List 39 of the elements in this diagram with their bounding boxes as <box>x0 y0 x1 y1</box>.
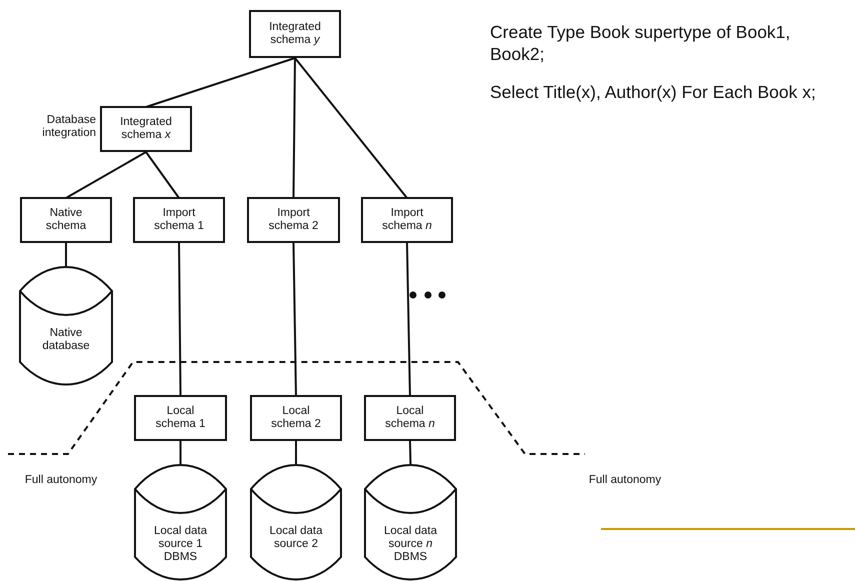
connector-line <box>145 151 180 199</box>
node-label: Native schema <box>44 207 88 233</box>
connector-line <box>294 57 408 199</box>
query-text: Create Type Book supertype of Book1, Book2; <box>490 22 792 66</box>
connector-line <box>409 440 412 464</box>
connector-line <box>406 242 411 396</box>
node-label: Local data source 2 <box>268 525 324 551</box>
node-label: Native database <box>41 327 91 353</box>
connector-line <box>66 151 146 199</box>
schema-box <box>20 197 112 243</box>
connector-line <box>146 57 296 108</box>
schema-box <box>250 395 342 441</box>
schema-box <box>134 395 227 441</box>
node-label: Local schema 1 <box>154 405 206 431</box>
region-label: Full autonomy <box>24 474 98 487</box>
region-label: Full autonomy <box>588 474 662 487</box>
node-label: Import schema 2 <box>268 207 320 233</box>
node-label: Integrated schema x <box>119 116 173 142</box>
node-label: Local schema 2 <box>270 405 322 431</box>
connector-line <box>292 58 296 198</box>
schema-box <box>364 395 456 441</box>
side-caption: Database integration <box>41 114 96 140</box>
connector-line <box>292 242 297 396</box>
node-label: Import schema 1 <box>153 207 205 233</box>
schema-box <box>249 10 341 58</box>
schema-box <box>361 197 453 243</box>
connector-line <box>180 441 182 464</box>
node-label: Local data source 1 DBMS <box>152 525 208 564</box>
schema-box <box>100 106 192 152</box>
node-label: Integrated schema y <box>268 21 322 47</box>
node-label: Local schema n <box>384 405 436 431</box>
node-label: Import schema n <box>381 207 433 233</box>
schema-box <box>133 197 225 243</box>
schema-box <box>247 197 340 243</box>
connector-line <box>178 243 182 396</box>
connector-line <box>65 243 67 266</box>
node-label: Local data source n DBMS <box>382 525 438 564</box>
query-text: Select Title(x), Author(x) For Each Book x; <box>490 82 817 104</box>
connector-line <box>295 441 297 464</box>
